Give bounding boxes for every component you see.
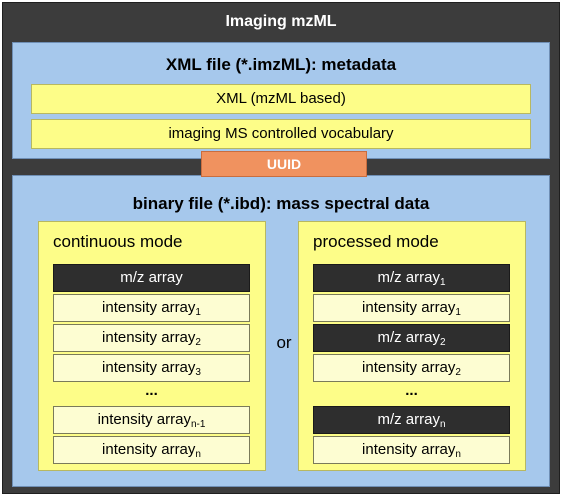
row-text: intensity array <box>362 441 456 458</box>
or-label: or <box>276 333 292 352</box>
row-text: intensity array <box>102 359 196 376</box>
row-sub: 2 <box>439 337 446 348</box>
proc-row: intensity arrayn <box>313 436 510 464</box>
cont-ellipsis: ... <box>145 382 158 399</box>
xml-mzml-based-bar: XML (mzML based) <box>31 84 531 114</box>
row-sub: n-1 <box>190 419 206 430</box>
imaging-mzml-container: Imaging mzML XML file (*.imzML): metadat… <box>2 2 560 494</box>
continuous-mode-box: continuous mode m/z array intensity arra… <box>38 221 266 471</box>
row-sub: 2 <box>455 367 461 378</box>
uuid-link-bar: UUID <box>201 151 367 177</box>
cont-row: intensity arrayn-1 <box>53 406 250 434</box>
row-text: m/z array <box>377 329 440 346</box>
row-text: m/z array <box>377 411 440 428</box>
row-sub: 1 <box>455 307 461 318</box>
continuous-mode-title: continuous mode <box>53 232 183 251</box>
proc-row: m/z array1 <box>313 264 510 292</box>
cont-row: intensity arrayn <box>53 436 250 464</box>
row-sub: 1 <box>195 307 201 318</box>
row-text: m/z array <box>120 269 183 286</box>
processed-mode-title: processed mode <box>313 232 439 251</box>
proc-ellipsis: ... <box>405 382 418 399</box>
row-sub: 3 <box>195 367 201 378</box>
cont-row: intensity array3 <box>53 354 250 382</box>
row-sub: 1 <box>439 277 446 288</box>
cont-row: intensity array2 <box>53 324 250 352</box>
row-sub: n <box>195 449 201 460</box>
row-sub: n <box>455 449 461 460</box>
proc-row: m/z array2 <box>313 324 510 352</box>
cont-row: intensity array1 <box>53 294 250 322</box>
binary-file-section: binary file (*.ibd): mass spectral data … <box>12 175 550 487</box>
binary-section-title: binary file (*.ibd): mass spectral data <box>132 194 430 213</box>
row-sub: n <box>439 419 446 430</box>
row-text: m/z array <box>377 269 440 286</box>
row-text: intensity array <box>362 299 456 316</box>
row-text: intensity array <box>362 359 456 376</box>
proc-row: intensity array2 <box>313 354 510 382</box>
controlled-vocabulary-bar: imaging MS controlled vocabulary <box>31 119 531 149</box>
cont-row: m/z array <box>53 264 250 292</box>
row-text: intensity array <box>102 441 196 458</box>
xml-file-section: XML file (*.imzML): metadata XML (mzML b… <box>12 42 550 159</box>
proc-row: m/z arrayn <box>313 406 510 434</box>
xml-section-title: XML file (*.imzML): metadata <box>165 55 397 74</box>
row-text: intensity array <box>97 411 191 428</box>
outer-title: Imaging mzML <box>225 13 337 30</box>
processed-mode-box: processed mode m/z array1 intensity arra… <box>298 221 526 471</box>
row-text: intensity array <box>102 329 196 346</box>
proc-row: intensity array1 <box>313 294 510 322</box>
row-sub: 2 <box>195 337 201 348</box>
row-text: intensity array <box>102 299 196 316</box>
